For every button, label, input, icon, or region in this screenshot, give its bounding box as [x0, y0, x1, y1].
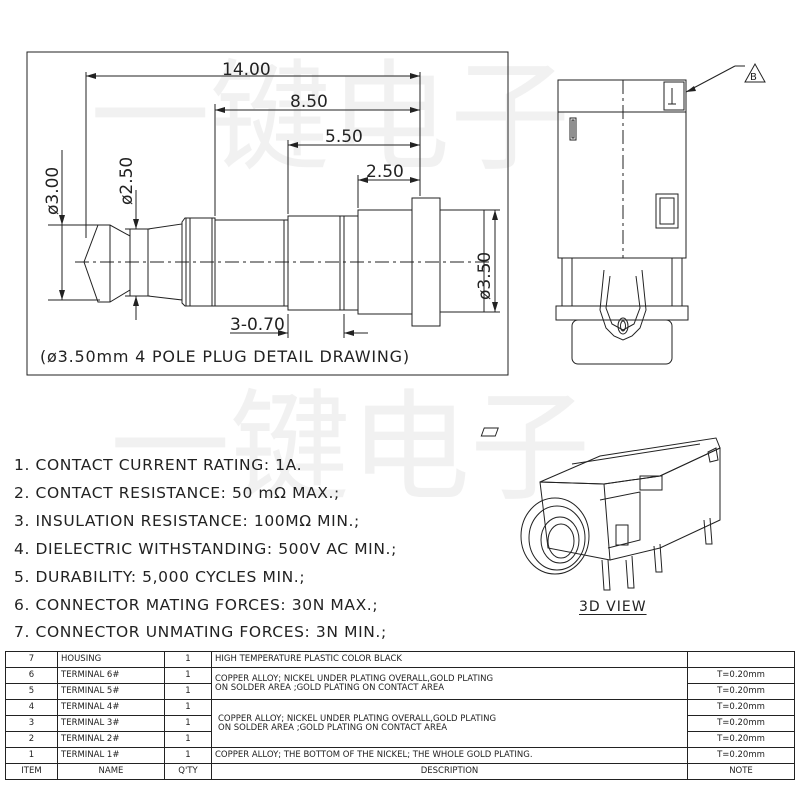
note-cell	[687, 651, 795, 668]
header-qty: Q'TY	[164, 763, 212, 780]
spec-item-7: 7. CONNECTOR UNMATING FORCES: 3N MIN.;	[14, 623, 387, 641]
watermark-bottom: 一键电子	[110, 379, 590, 518]
name-cell: TERMINAL 4#	[57, 699, 165, 716]
item-cell: 7	[5, 651, 58, 668]
description-line: COPPER ALLOY; NICKEL UNDER PLATING OVERA…	[218, 713, 497, 724]
description-cell: HIGH TEMPERATURE PLASTIC COLOR BLACK	[211, 651, 688, 668]
description-line: ON SOLDER AREA ;GOLD PLATING ON CONTACT …	[215, 682, 445, 693]
table-row: 2 TERMINAL 2# 1 T=0.20mm	[5, 731, 795, 748]
note-cell: T=0.20mm	[687, 731, 795, 748]
item-cell: 6	[5, 667, 58, 684]
dim-neck-diameter: ø2.50	[117, 157, 137, 205]
name-cell: TERMINAL 1#	[57, 747, 165, 764]
qty-cell: 1	[164, 683, 212, 700]
qty-cell: 1	[164, 651, 212, 668]
note-cell: T=0.20mm	[687, 715, 795, 732]
item-cell: 1	[5, 747, 58, 764]
spec-item-4: 4. DIELECTRIC WITHSTANDING: 500V AC MIN.…	[14, 540, 397, 558]
header-note: NOTE	[687, 763, 795, 780]
dim-length-1: 8.50	[290, 92, 328, 112]
item-cell: 4	[5, 699, 58, 716]
dim-ring-length: 3-0.70	[230, 315, 285, 335]
description-cell: COPPER ALLOY; THE BOTTOM OF THE NICKEL; …	[211, 747, 688, 764]
plug-drawing-caption: (ø3.50mm 4 POLE PLUG DETAIL DRAWING)	[40, 347, 410, 366]
plug-drawing-frame	[26, 51, 509, 376]
table-row: 7 HOUSING 1 HIGH TEMPERATURE PLASTIC COL…	[5, 651, 795, 668]
spec-item-3: 3. INSULATION RESISTANCE: 100MΩ MIN.;	[14, 512, 360, 530]
item-cell: 3	[5, 715, 58, 732]
qty-cell: 1	[164, 699, 212, 716]
qty-cell: 1	[164, 715, 212, 732]
spec-item-2: 2. CONTACT RESISTANCE: 50 mΩ MAX.;	[14, 484, 340, 502]
description-cell: COPPER ALLOY; NICKEL UNDER PLATING OVERA…	[211, 699, 688, 748]
dim-length-3: 2.50	[366, 162, 404, 182]
dim-body-diameter: ø3.50	[475, 252, 495, 300]
description-cell: COPPER ALLOY; NICKEL UNDER PLATING OVERA…	[211, 667, 688, 700]
3d-view-label: 3D VIEW	[579, 599, 647, 615]
qty-cell: 1	[164, 747, 212, 764]
table-header-row: ITEM NAME Q'TY DESCRIPTION NOTE	[5, 763, 795, 780]
item-cell: 2	[5, 731, 58, 748]
name-cell: TERMINAL 5#	[57, 683, 165, 700]
watermark-top: 一键电子	[90, 49, 570, 188]
note-cell: T=0.20mm	[687, 747, 795, 764]
jack-side-view: B	[555, 62, 766, 365]
dim-total-length: 14.00	[222, 60, 271, 80]
bom-table: 7 HOUSING 1 HIGH TEMPERATURE PLASTIC COL…	[5, 651, 795, 780]
item-cell: 5	[5, 683, 58, 700]
plug-detail-drawing: 14.00 8.50 5.50 2.50 3-0.70 ø3.00 ø2.50 …	[26, 51, 509, 376]
name-cell: TERMINAL 3#	[57, 715, 165, 732]
name-cell: TERMINAL 6#	[57, 667, 165, 684]
name-cell: HOUSING	[57, 651, 165, 668]
table-row: 3 TERMINAL 3# 1 T=0.20mm	[5, 715, 795, 732]
description-line: ON SOLDER AREA ;GOLD PLATING ON CONTACT …	[218, 722, 448, 733]
dim-tip-diameter: ø3.00	[43, 167, 63, 215]
description-line: COPPER ALLOY; NICKEL UNDER PLATING OVERA…	[215, 673, 494, 684]
header-description: DESCRIPTION	[211, 763, 688, 780]
header-item: ITEM	[5, 763, 58, 780]
spec-item-1: 1. CONTACT CURRENT RATING: 1A.	[14, 456, 303, 474]
note-cell: T=0.20mm	[687, 683, 795, 700]
spec-item-6: 6. CONNECTOR MATING FORCES: 30N MAX.;	[14, 596, 379, 614]
table-row: 4 TERMINAL 4# 1 COPPER ALLOY; NICKEL UND…	[5, 699, 795, 748]
spec-item-5: 5. DURABILITY: 5,000 CYCLES MIN.;	[14, 568, 306, 586]
name-cell: TERMINAL 2#	[57, 731, 165, 748]
table-row: 6 TERMINAL 6# 1 COPPER ALLOY; NICKEL UND…	[5, 667, 795, 700]
note-cell: T=0.20mm	[687, 667, 795, 684]
qty-cell: 1	[164, 667, 212, 684]
qty-cell: 1	[164, 731, 212, 748]
header-name: NAME	[57, 763, 165, 780]
note-cell: T=0.20mm	[687, 699, 795, 716]
callout-b-label: B	[750, 72, 757, 83]
dim-length-2: 5.50	[325, 127, 363, 147]
table-row: 1 TERMINAL 1# 1 COPPER ALLOY; THE BOTTOM…	[5, 747, 795, 764]
